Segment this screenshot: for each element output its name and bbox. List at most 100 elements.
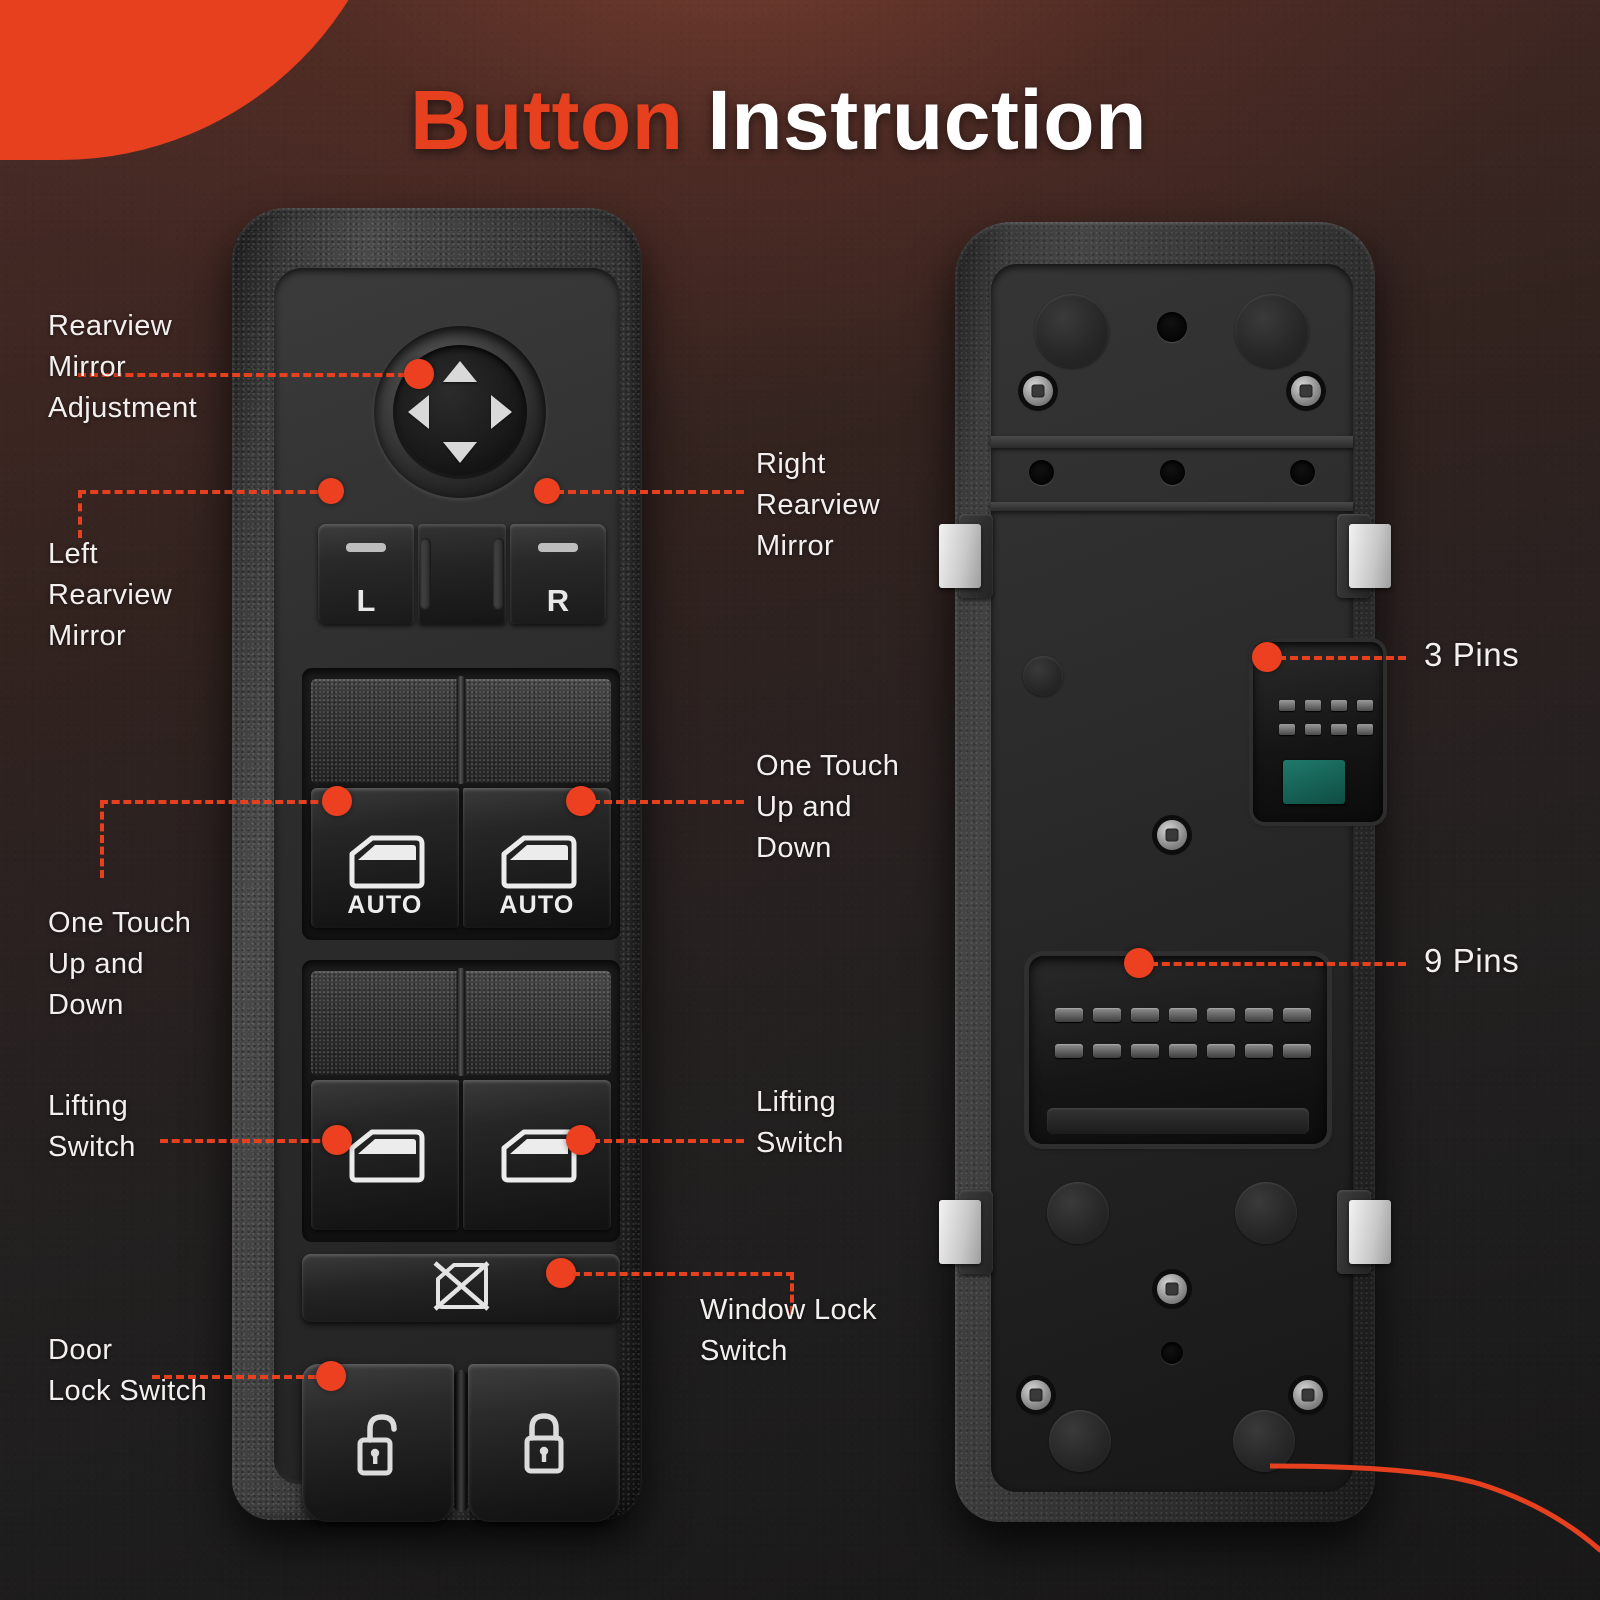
connector-pin — [1305, 724, 1321, 735]
callout-dot-window-lock-switch — [546, 1258, 576, 1288]
torx-screw — [1023, 376, 1053, 406]
callout-dot-one-touch-left — [322, 786, 352, 816]
connector-terminal — [1283, 1008, 1311, 1022]
car-window-icon — [349, 835, 425, 889]
connector-terminal — [1245, 1044, 1273, 1058]
leader-line-one-touch-right — [592, 800, 744, 804]
connector-pin — [1357, 700, 1373, 711]
mirror-adjust-joystick[interactable] — [374, 326, 546, 498]
connector-terminal — [1207, 1044, 1235, 1058]
indicator-bar-icon — [538, 543, 578, 552]
connector-pin — [1331, 724, 1347, 735]
rocker-divider — [456, 676, 466, 784]
connector-terminal — [1055, 1008, 1083, 1022]
leader-line-3-pins — [1278, 656, 1406, 660]
door-lock-divider — [454, 1370, 468, 1512]
leader-line-lifting-switch-left — [160, 1139, 332, 1143]
back-switch-assembly — [939, 222, 1391, 1522]
callout-dot-door-lock-switch — [316, 1361, 346, 1391]
label-left-rearview-mirror: Left Rearview Mirror — [48, 538, 173, 653]
callout-dot-one-touch-right — [566, 786, 596, 816]
mounting-tab — [939, 1200, 981, 1264]
molding-boss — [1233, 1410, 1295, 1472]
torx-screw — [1021, 1380, 1051, 1410]
leader-line-one-touch-left-drop — [100, 800, 104, 878]
window-lock-crossed-icon — [433, 1261, 490, 1311]
callout-dot-left-rearview-mirror — [318, 478, 344, 504]
driver-window-auto-button[interactable]: AUTO — [311, 788, 459, 928]
left-mirror-label: L — [356, 583, 376, 618]
unlock-icon — [357, 1414, 397, 1476]
molding-boss — [1235, 1182, 1297, 1244]
front-window-rocker-group: AUTO AUTO — [302, 668, 620, 940]
circuit-board — [1283, 760, 1345, 804]
mirror-select-center[interactable] — [418, 524, 506, 624]
rear-left-window-button[interactable] — [311, 1080, 459, 1230]
rear-right-window-button[interactable] — [463, 1080, 611, 1230]
mounting-hole — [1290, 460, 1315, 485]
label-rearview-mirror-adjustment: Rearview Mirror Adjustment — [48, 310, 198, 425]
connector-terminal — [1131, 1044, 1159, 1058]
connector-pin — [1305, 700, 1321, 711]
connector-3-pin — [1253, 642, 1383, 822]
molding-boss — [1235, 294, 1309, 368]
molding-boss — [1035, 294, 1109, 368]
torx-screw — [1157, 820, 1187, 850]
auto-label: AUTO — [347, 891, 423, 919]
connector-terminal — [1169, 1008, 1197, 1022]
molding-boss — [1023, 656, 1063, 696]
mounting-tab — [1349, 524, 1391, 588]
connector-pin — [1279, 700, 1295, 711]
mirror-select-row: L R — [318, 524, 608, 624]
structural-ridge — [991, 436, 1353, 448]
torx-screw — [1291, 376, 1321, 406]
auto-label: AUTO — [499, 891, 575, 919]
window-lock-button[interactable] — [302, 1254, 620, 1322]
callout-dot-rearview-mirror-adjustment — [404, 359, 434, 389]
car-window-icon — [501, 835, 577, 889]
left-mirror-select-button[interactable]: L — [318, 524, 414, 624]
label-right-rearview-mirror: Right Rearview Mirror — [756, 448, 881, 563]
label-9-pins: 9 Pins — [1424, 942, 1520, 979]
arrow-up-icon[interactable] — [443, 361, 477, 382]
torx-screw — [1293, 1380, 1323, 1410]
arrow-left-icon[interactable] — [408, 395, 429, 429]
page-title-accent: Button — [410, 73, 684, 167]
leader-line-left-rearview-mirror — [78, 490, 330, 494]
rocker-divider — [456, 968, 466, 1076]
connector-terminal — [1055, 1044, 1083, 1058]
rear-window-rocker-group — [302, 960, 620, 1242]
structural-ridge — [991, 502, 1353, 511]
leader-line-left-rearview-mirror-drop — [78, 490, 82, 538]
connector-pin — [1279, 724, 1295, 735]
leader-line-window-lock-switch — [572, 1272, 794, 1276]
connector-pin — [1357, 724, 1373, 735]
molding-boss — [1047, 1182, 1109, 1244]
door-lock-button[interactable] — [468, 1364, 620, 1522]
corner-accent-shape — [0, 0, 400, 160]
right-mirror-select-button[interactable]: R — [510, 524, 606, 624]
rib-right-icon — [493, 538, 504, 610]
label-lifting-switch-right: Lifting Switch — [756, 1086, 844, 1160]
mounting-tab — [1349, 1200, 1391, 1264]
arrow-right-icon[interactable] — [491, 395, 512, 429]
connector-terminal — [1245, 1008, 1273, 1022]
label-3-pins: 3 Pins — [1424, 636, 1520, 673]
connector-terminal — [1131, 1008, 1159, 1022]
label-one-touch-up-and-down-right: One Touch Up and Down — [756, 750, 900, 865]
arrow-down-icon[interactable] — [443, 442, 477, 463]
mounting-hole — [1029, 460, 1054, 485]
rib-left-icon — [420, 538, 431, 610]
callout-dot-3-pins — [1252, 642, 1282, 672]
page-title-main: Instruction — [707, 73, 1147, 167]
connector-terminal — [1283, 1044, 1311, 1058]
torx-screw — [1157, 1274, 1187, 1304]
indicator-bar-icon — [346, 543, 386, 552]
label-one-touch-up-and-down-left: One Touch Up and Down — [48, 907, 192, 1022]
decorative-swoosh — [1270, 1463, 1600, 1553]
right-mirror-label: R — [546, 583, 570, 618]
door-lock-rocker — [302, 1364, 620, 1522]
connector-terminal — [1093, 1044, 1121, 1058]
leader-line-door-lock-switch — [152, 1375, 328, 1379]
